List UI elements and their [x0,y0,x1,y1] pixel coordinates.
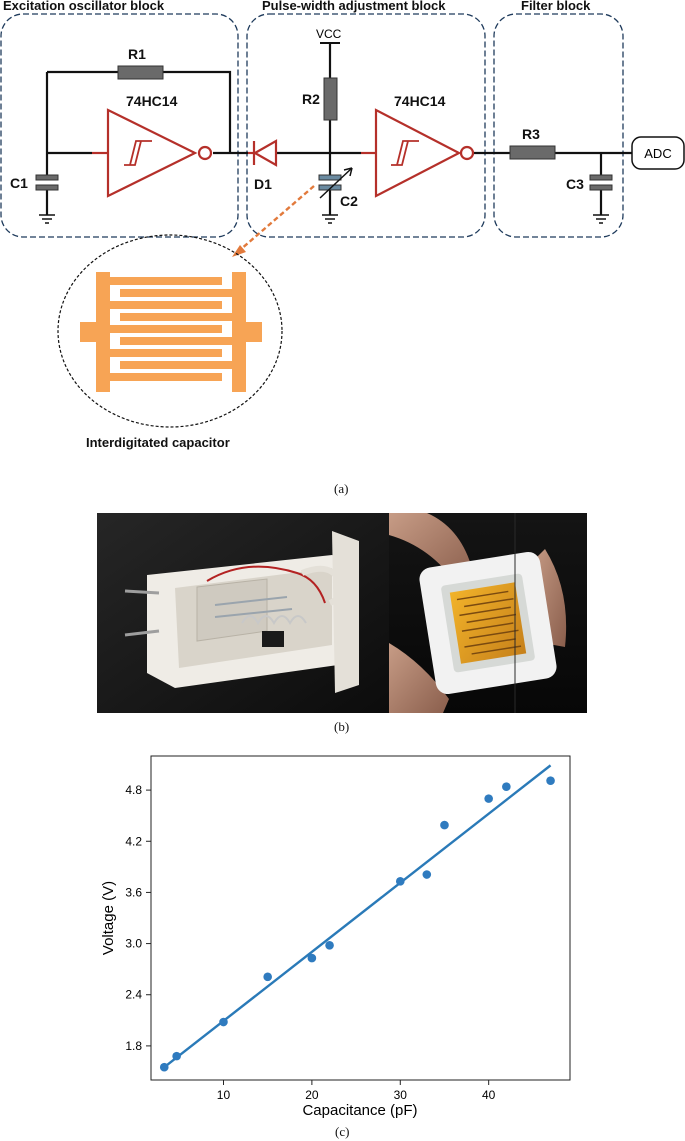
adc-label: ADC [644,146,671,161]
plot-frame [150,755,571,1081]
photo-rendering [97,513,587,713]
c1-capacitor [35,174,59,191]
device-photographs [97,513,587,713]
pulse-width-block-frame [246,13,486,238]
sensor-chip-in-hand [389,513,567,713]
x-tick-label: 10 [217,1088,231,1102]
data-point [159,1062,169,1072]
excitation-block-title: Excitation oscillator block [3,0,165,13]
d1-label: D1 [254,176,272,192]
data-point [546,776,555,786]
fit-line [163,764,552,1069]
filter-block-title: Filter block [521,0,591,13]
excitation-block-frame [0,13,239,238]
x-axis-ticks: 10 20 30 40 [217,1080,496,1102]
d1-diode [248,139,278,167]
y-tick-label: 4.2 [125,834,142,848]
y-tick-label: 3.0 [125,937,142,951]
interdigitated-capacitor-label: Interdigitated capacitor [86,435,230,450]
y-axis-ticks: 1.8 2.4 3.0 3.6 4.2 4.8 [125,783,151,1053]
r1-label: R1 [128,46,146,62]
data-point [219,1017,228,1027]
r2-resistor [323,77,338,121]
y-tick-label: 2.4 [125,988,142,1002]
data-point [440,820,449,830]
y-axis-label: Voltage (V) [100,881,117,955]
r3-resistor [509,145,556,160]
c3-capacitor [589,174,613,191]
x-tick-label: 30 [394,1088,408,1102]
data-point [422,870,432,879]
ic2-label: 74HC14 [394,93,446,109]
zoom-arrow [239,185,315,251]
r3-label: R3 [522,126,540,142]
data-point [172,1051,181,1061]
caption-a: (a) [334,481,349,496]
y-tick-label: 3.6 [125,885,142,899]
circuit-schematic: VCC ADC R [0,13,685,428]
caption-c: (c) [335,1124,350,1139]
data-points [159,776,555,1072]
c2-variable-capacitor [318,167,353,199]
ground-symbols [39,214,609,224]
y-tick-label: 4.8 [125,783,142,797]
schmitt-inverter-1 [106,108,213,198]
data-point [502,782,511,791]
schmitt-inverter-2 [374,108,475,198]
filter-block-frame [493,13,624,238]
data-point [484,794,493,803]
circuit-wires [45,43,632,215]
adc-box [631,136,685,170]
c1-label: C1 [10,175,28,191]
data-point [325,940,334,950]
y-tick-label: 1.8 [125,1039,142,1053]
capacitor-zoom-circle [57,234,283,428]
c3-label: C3 [566,176,584,192]
r2-label: R2 [302,91,320,107]
x-tick-label: 20 [305,1088,319,1102]
data-point [307,953,317,963]
c2-label: C2 [340,193,358,209]
data-point [395,877,405,886]
pulse-width-block-title: Pulse-width adjustment block [262,0,446,13]
x-axis-label: Capacitance (pF) [302,1102,417,1119]
sensor-holder [124,531,359,693]
vcc-label: VCC [316,27,342,41]
r1-resistor [117,65,164,80]
x-tick-label: 40 [482,1088,496,1102]
data-point [263,972,272,982]
caption-b: (b) [334,719,350,734]
interdigitated-capacitor [80,272,262,392]
ic1-label: 74HC14 [126,93,178,109]
